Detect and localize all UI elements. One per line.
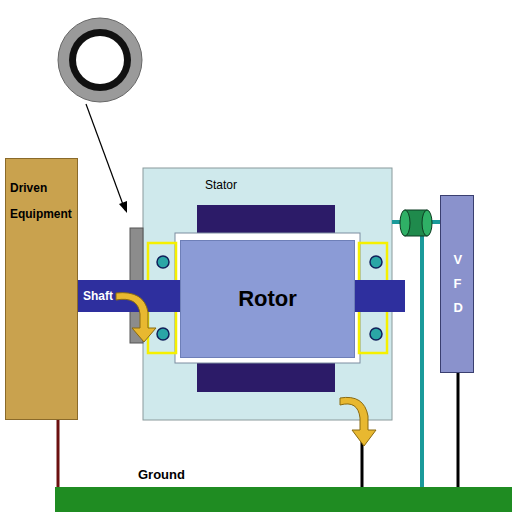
node-label: Ground	[138, 467, 218, 483]
node-label: VFD	[453, 248, 460, 320]
stator-housing	[143, 168, 392, 420]
ground-wire	[457, 373, 460, 487]
bearing-ball	[370, 328, 382, 340]
node-label: Stator	[205, 178, 285, 192]
ground-wire	[57, 420, 60, 487]
seal-ring	[58, 18, 142, 102]
bearing-ball	[157, 256, 169, 268]
current-arrow	[340, 397, 376, 446]
bearing-ball	[370, 256, 382, 268]
bearing-ball	[157, 328, 169, 340]
seal-ring-core	[69, 29, 131, 91]
vfd-box: VFD	[440, 195, 474, 373]
stator-box: StatorRotor	[143, 168, 392, 420]
stator-winding	[197, 363, 335, 392]
leader-line	[86, 104, 125, 210]
node-label: Shaft	[83, 289, 143, 303]
seal-ring-hole	[76, 36, 124, 84]
node-label: Rotor	[238, 286, 297, 312]
current-arrow	[116, 293, 156, 342]
cable-clamp-end	[422, 210, 432, 236]
node-label: Driven Equipment	[10, 175, 78, 227]
ground-wire	[392, 222, 422, 487]
air-gap	[175, 233, 360, 363]
cable-clamp-end	[400, 210, 410, 236]
rotor-box: Rotor	[180, 240, 355, 358]
equipment-box: Driven Equipment	[5, 158, 78, 420]
ground-bar: Ground	[55, 487, 512, 512]
leader-head	[119, 201, 127, 213]
stator-winding	[197, 205, 335, 234]
